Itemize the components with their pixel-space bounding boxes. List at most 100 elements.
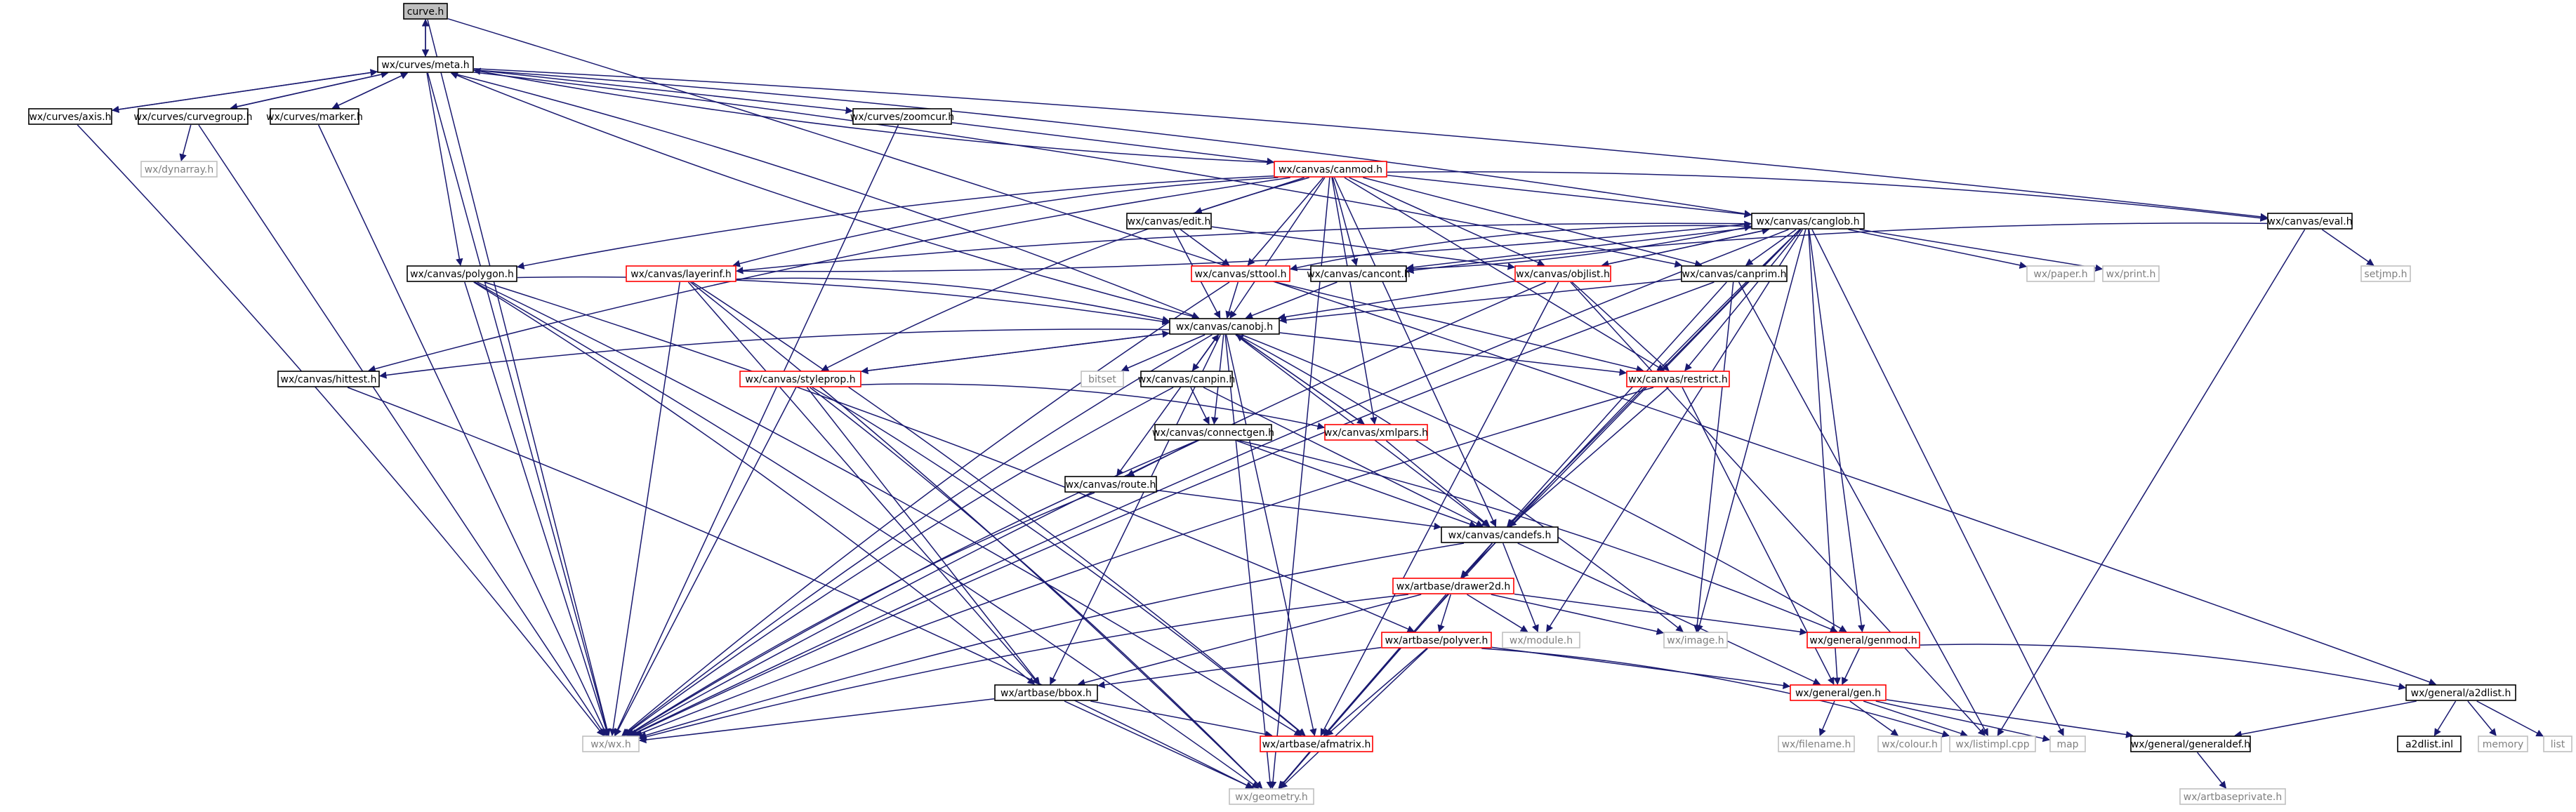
node-box-objlist[interactable] xyxy=(1514,265,1611,282)
node-box-curve[interactable] xyxy=(403,3,448,20)
node-box-print[interactable] xyxy=(2102,265,2160,282)
node-box-list[interactable] xyxy=(2543,736,2572,752)
node-curve[interactable]: curve.h xyxy=(403,3,448,20)
node-box-marker[interactable] xyxy=(270,108,359,125)
node-box-hittest[interactable] xyxy=(277,371,380,387)
node-box-gen[interactable] xyxy=(1790,684,1887,701)
node-styleprop[interactable]: wx/canvas/styleprop.h xyxy=(739,371,861,387)
node-box-generaldef[interactable] xyxy=(2130,736,2251,752)
node-box-meta[interactable] xyxy=(377,56,474,73)
node-box-listimpl[interactable] xyxy=(1949,736,2036,752)
node-polyver[interactable]: wx/artbase/polyver.h xyxy=(1381,632,1492,648)
node-image[interactable]: wx/image.h xyxy=(1663,632,1728,648)
node-box-axis[interactable] xyxy=(28,108,112,125)
node-candefs[interactable]: wx/canvas/candefs.h xyxy=(1441,526,1559,543)
node-module[interactable]: wx/module.h xyxy=(1502,632,1580,648)
node-box-candefs[interactable] xyxy=(1441,526,1559,543)
node-gen[interactable]: wx/general/gen.h xyxy=(1790,684,1887,701)
node-box-colour[interactable] xyxy=(1877,736,1942,752)
node-box-memory[interactable] xyxy=(2478,736,2528,752)
node-layerinf[interactable]: wx/canvas/layerinf.h xyxy=(626,265,737,282)
node-afmatrix[interactable]: wx/artbase/afmatrix.h xyxy=(1260,736,1373,752)
node-meta[interactable]: wx/curves/meta.h xyxy=(377,56,474,73)
node-box-edit[interactable] xyxy=(1126,213,1212,229)
node-listimpl[interactable]: wx/listimpl.cpp xyxy=(1949,736,2036,752)
node-box-image[interactable] xyxy=(1663,632,1728,648)
node-box-wx[interactable] xyxy=(582,736,640,752)
node-objlist[interactable]: wx/canvas/objlist.h xyxy=(1514,265,1611,282)
node-curvegroup[interactable]: wx/curves/curvegroup.h xyxy=(134,108,253,125)
node-sttool[interactable]: wx/canvas/sttool.h xyxy=(1191,265,1290,282)
node-eval[interactable]: wx/canvas/eval.h xyxy=(2267,213,2353,229)
node-canpin[interactable]: wx/canvas/canpin.h xyxy=(1138,371,1236,387)
node-box-sttool[interactable] xyxy=(1191,265,1290,282)
node-canprim[interactable]: wx/canvas/canprim.h xyxy=(1681,265,1788,282)
node-box-artbaseprivate[interactable] xyxy=(2179,788,2286,805)
node-box-drawer2d[interactable] xyxy=(1392,578,1514,594)
node-setjmp[interactable]: setjmp.h xyxy=(2360,265,2411,282)
node-print[interactable]: wx/print.h xyxy=(2102,265,2160,282)
node-hittest[interactable]: wx/canvas/hittest.h xyxy=(277,371,380,387)
node-box-cancont[interactable] xyxy=(1310,265,1407,282)
node-artbaseprivate[interactable]: wx/artbaseprivate.h xyxy=(2179,788,2286,805)
node-box-connectgen[interactable] xyxy=(1154,424,1272,441)
node-canmod[interactable]: wx/canvas/canmod.h xyxy=(1274,161,1387,178)
node-box-eval[interactable] xyxy=(2267,213,2353,229)
node-box-styleprop[interactable] xyxy=(739,371,861,387)
node-box-setjmp[interactable] xyxy=(2360,265,2411,282)
node-box-bbox[interactable] xyxy=(994,684,1098,701)
node-box-zoomcur[interactable] xyxy=(852,108,952,125)
node-polygon[interactable]: wx/canvas/polygon.h xyxy=(407,265,517,282)
node-box-module[interactable] xyxy=(1502,632,1580,648)
node-restrict[interactable]: wx/canvas/restrict.h xyxy=(1626,371,1730,387)
node-box-polygon[interactable] xyxy=(407,265,517,282)
node-dynarray[interactable]: wx/dynarray.h xyxy=(140,161,218,178)
node-box-geometry[interactable] xyxy=(1229,788,1314,805)
node-box-layerinf[interactable] xyxy=(626,265,737,282)
node-canobj[interactable]: wx/canvas/canobj.h xyxy=(1169,318,1280,335)
node-box-canobj[interactable] xyxy=(1169,318,1280,335)
node-drawer2d[interactable]: wx/artbase/drawer2d.h xyxy=(1392,578,1514,594)
node-zoomcur[interactable]: wx/curves/zoomcur.h xyxy=(850,108,954,125)
node-genmod[interactable]: wx/general/genmod.h xyxy=(1806,632,1920,648)
node-box-route[interactable] xyxy=(1064,476,1157,493)
node-box-dynarray[interactable] xyxy=(140,161,218,178)
node-box-filename[interactable] xyxy=(1778,736,1855,752)
node-box-curvegroup[interactable] xyxy=(138,108,249,125)
node-list[interactable]: list xyxy=(2543,736,2572,752)
node-filename[interactable]: wx/filename.h xyxy=(1778,736,1855,752)
node-a2dlistinl[interactable]: a2dlist.inl xyxy=(2397,736,2462,752)
node-box-afmatrix[interactable] xyxy=(1260,736,1373,752)
node-xmlpars[interactable]: wx/canvas/xmlpars.h xyxy=(1324,424,1428,441)
node-box-canglob[interactable] xyxy=(1751,213,1865,229)
node-axis[interactable]: wx/curves/axis.h xyxy=(28,108,112,125)
node-box-xmlpars[interactable] xyxy=(1324,424,1428,441)
node-box-polyver[interactable] xyxy=(1381,632,1492,648)
node-edit[interactable]: wx/canvas/edit.h xyxy=(1126,213,1212,229)
node-bbox[interactable]: wx/artbase/bbox.h xyxy=(994,684,1098,701)
node-a2dlist[interactable]: wx/general/a2dlist.h xyxy=(2405,684,2516,701)
node-connectgen[interactable]: wx/canvas/connectgen.h xyxy=(1152,424,1274,441)
node-generaldef[interactable]: wx/general/generaldef.h xyxy=(2130,736,2251,752)
node-memory[interactable]: memory xyxy=(2478,736,2528,752)
node-box-restrict[interactable] xyxy=(1626,371,1730,387)
node-box-bitset[interactable] xyxy=(1081,371,1124,387)
node-box-canprim[interactable] xyxy=(1681,265,1788,282)
node-marker[interactable]: wx/curves/marker.h xyxy=(266,108,363,125)
node-colour[interactable]: wx/colour.h xyxy=(1877,736,1942,752)
node-canglob[interactable]: wx/canvas/canglob.h xyxy=(1751,213,1865,229)
node-geometry[interactable]: wx/geometry.h xyxy=(1229,788,1314,805)
node-box-a2dlistinl[interactable] xyxy=(2397,736,2462,752)
node-bitset[interactable]: bitset xyxy=(1081,371,1124,387)
node-map[interactable]: map xyxy=(2049,736,2086,752)
node-wx[interactable]: wx/wx.h xyxy=(582,736,640,752)
node-box-canpin[interactable] xyxy=(1140,371,1233,387)
node-box-map[interactable] xyxy=(2049,736,2086,752)
node-paper[interactable]: wx/paper.h xyxy=(2026,265,2095,282)
node-box-a2dlist[interactable] xyxy=(2405,684,2516,701)
node-cancont[interactable]: wx/canvas/cancont.h xyxy=(1307,265,1411,282)
node-box-genmod[interactable] xyxy=(1806,632,1920,648)
node-route[interactable]: wx/canvas/route.h xyxy=(1064,476,1157,493)
node-box-paper[interactable] xyxy=(2026,265,2095,282)
node-box-canmod[interactable] xyxy=(1274,161,1387,178)
